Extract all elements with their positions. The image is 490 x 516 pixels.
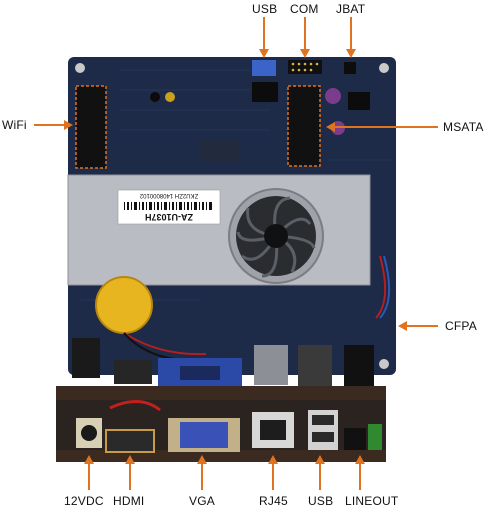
usb-header (252, 60, 276, 76)
label-wifi: WiFi (2, 118, 27, 132)
wifi-slot (75, 85, 107, 169)
label-usb-top: USB (252, 2, 278, 16)
label-com: COM (290, 2, 319, 16)
label-hdmi: HDMI (113, 494, 145, 508)
label-lineout: LINEOUT (345, 494, 399, 508)
label-jbat: JBAT (336, 2, 366, 16)
label-12vdc: 12VDC (64, 494, 104, 508)
msata-slot (287, 85, 321, 167)
sticker-model: ZA-U1037H (145, 212, 193, 222)
label-msata: MSATA (443, 120, 484, 134)
sticker-serial: ZKU2ZH 1408000102 (139, 192, 198, 198)
cmos-battery (95, 276, 153, 334)
jbat-jumper (344, 62, 356, 74)
com-header (288, 60, 322, 74)
label-rj45: RJ45 (259, 494, 288, 508)
label-usb-bottom: USB (308, 494, 334, 508)
barcode (124, 202, 212, 210)
label-cfpa: CFPA (445, 319, 477, 333)
label-vga: VGA (189, 494, 215, 508)
